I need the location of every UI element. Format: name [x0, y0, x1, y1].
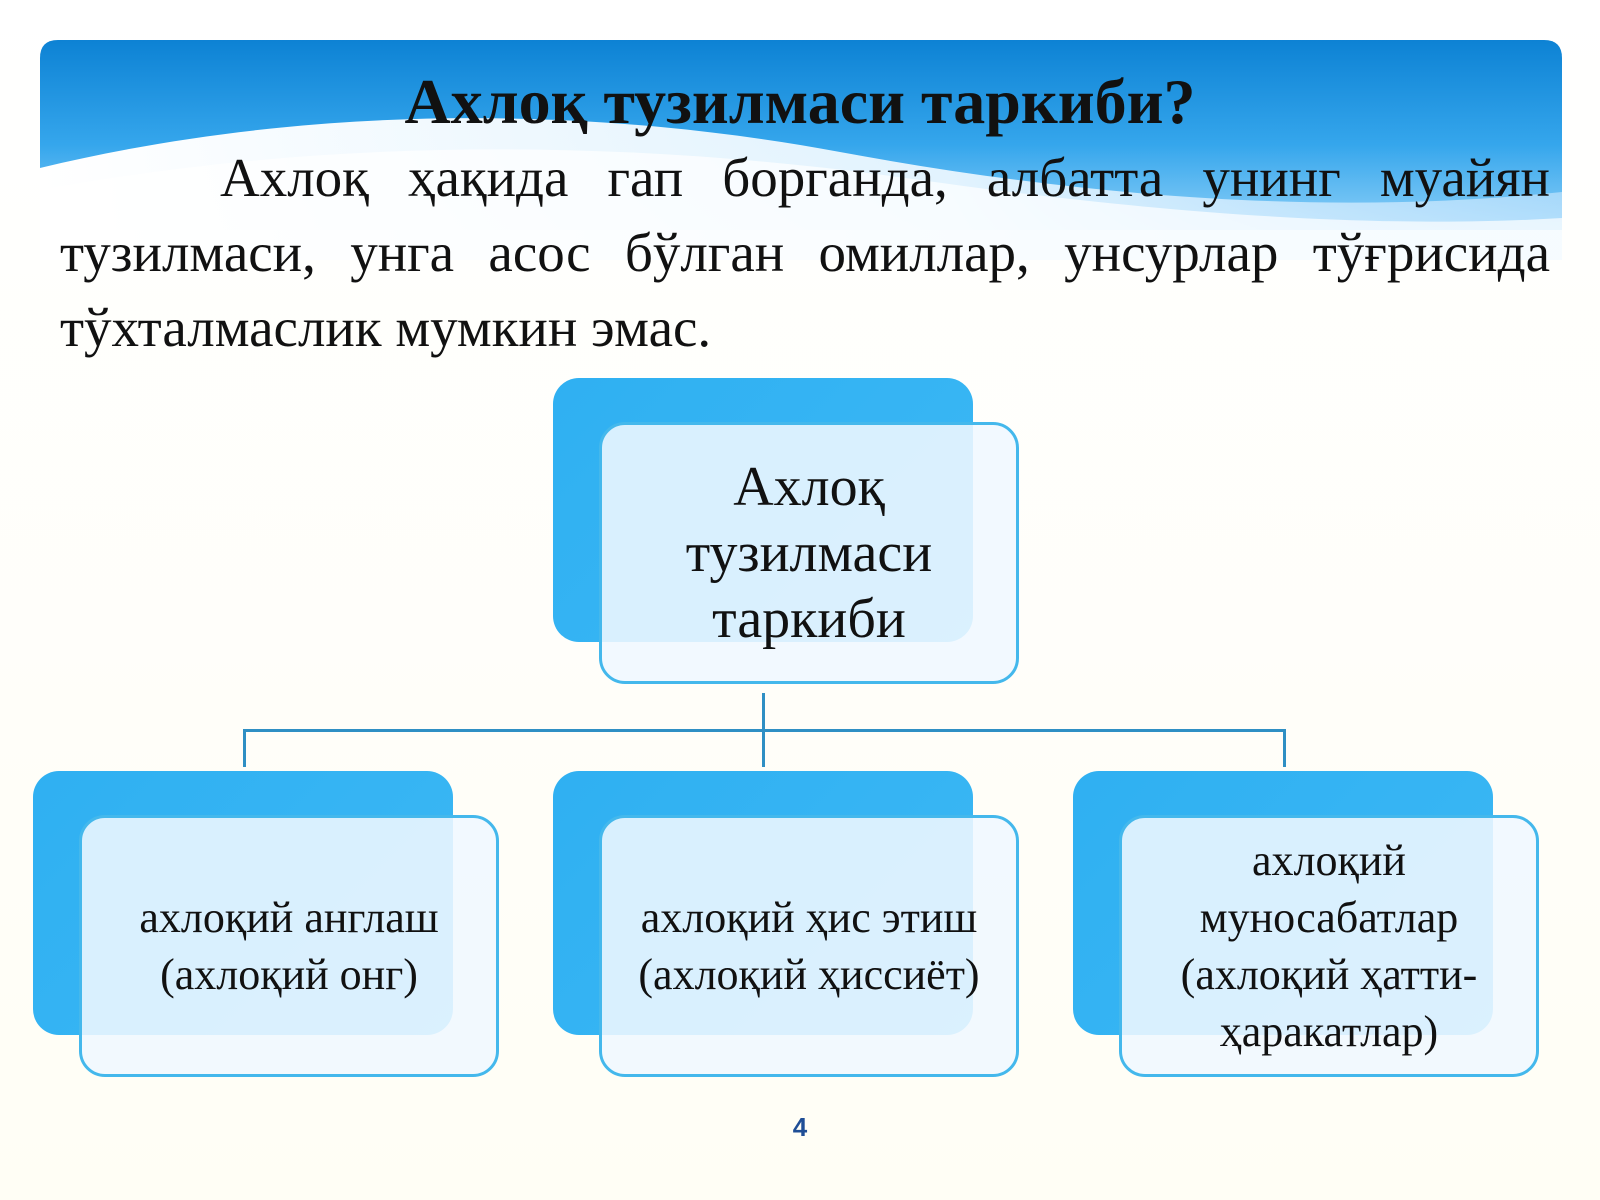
child-node-shadow — [1073, 771, 1493, 1035]
page-number: 4 — [792, 1112, 808, 1142]
root-node-shadow — [553, 378, 973, 642]
connector-root-stem — [762, 693, 765, 767]
child-node-label: ахлоқий англаш (ахлоқий онг) — [139, 893, 439, 999]
connector-left-drop — [243, 729, 246, 767]
child-node-label: ахлоқий ҳис этиш (ахлоқий ҳиссиёт) — [638, 893, 980, 999]
header-banner — [40, 40, 1562, 260]
child-node-box: ахлоқий муносабатлар (ахлоқий ҳатти-ҳара… — [1119, 815, 1539, 1077]
child-node-awareness: ахлоқий англаш (ахлоқий онг) — [33, 771, 499, 1077]
slide-title: Ахлоқ тузилмаси таркиби? — [404, 66, 1196, 137]
child-node-box: ахлоқий ҳис этиш (ахлоқий ҳиссиёт) — [599, 815, 1019, 1077]
child-node-feeling: ахлоқий ҳис этиш (ахлоқий ҳиссиёт) — [553, 771, 1019, 1077]
child-node-relations: ахлоқий муносабатлар (ахлоқий ҳатти-ҳара… — [1073, 771, 1539, 1077]
child-node-label: ахлоқий муносабатлар (ахлоқий ҳатти-ҳара… — [1180, 836, 1478, 1056]
root-node-label: Ахлоқ тузилмаси таркиби — [685, 456, 933, 650]
child-node-shadow — [33, 771, 453, 1035]
connector-right-drop — [1283, 729, 1286, 767]
root-node: Ахлоқ тузилмаси таркиби — [553, 378, 1019, 684]
child-node-box: ахлоқий англаш (ахлоқий онг) — [79, 815, 499, 1077]
connector-horizontal — [243, 729, 1286, 732]
child-node-shadow — [553, 771, 973, 1035]
intro-paragraph: Ахлоқ ҳақида гап борганда, албатта унинг… — [60, 147, 1550, 358]
root-node-box: Ахлоқ тузилмаси таркиби — [599, 422, 1019, 684]
